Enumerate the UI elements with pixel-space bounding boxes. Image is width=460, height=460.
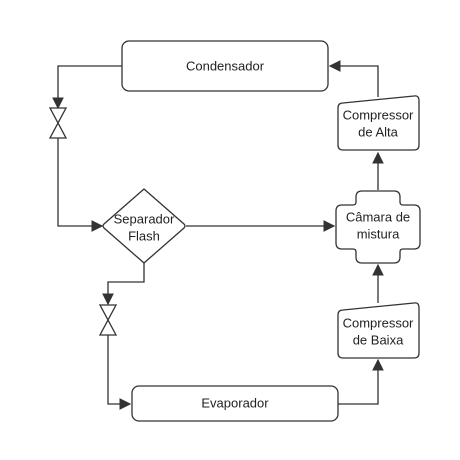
connector-compressor-alta-to-condensador bbox=[328, 60, 379, 97]
condensador-label: Condensador bbox=[186, 58, 265, 73]
expansion-valve-top bbox=[48, 107, 68, 139]
camara-mistura-box: Câmara de mistura bbox=[335, 190, 421, 264]
connector-valve-bottom-to-evaporador bbox=[107, 335, 132, 410]
connector-evaporador-to-compressor-baixa bbox=[338, 358, 384, 405]
camara-label-line1: Câmara de bbox=[346, 209, 410, 224]
evaporador-box: Evaporador bbox=[131, 385, 339, 422]
compressor-alta-box: Compressor de Alta bbox=[337, 95, 420, 151]
separador-label-line2: Flash bbox=[128, 228, 160, 243]
connector-condensador-to-valve-top bbox=[52, 65, 122, 110]
compressor-baixa-label-line2: de Baixa bbox=[353, 332, 404, 347]
camara-label-line2: mistura bbox=[357, 226, 400, 241]
condensador-box: Condensador bbox=[121, 40, 329, 92]
separador-flash-diamond: Separador Flash bbox=[102, 188, 186, 264]
compressor-baixa-box: Compressor de Baixa bbox=[337, 302, 420, 359]
expansion-valve-bottom bbox=[98, 304, 118, 336]
compressor-baixa-label-line1: Compressor bbox=[343, 315, 414, 330]
connector-separador-to-valve-bottom bbox=[102, 262, 145, 306]
evaporador-label: Evaporador bbox=[201, 395, 269, 410]
compressor-alta-label-line1: Compressor bbox=[343, 107, 414, 122]
separador-label-line1: Separador bbox=[114, 211, 175, 226]
compressor-alta-label-line2: de Alta bbox=[358, 124, 399, 139]
connector-valve-top-to-separador bbox=[57, 130, 104, 232]
